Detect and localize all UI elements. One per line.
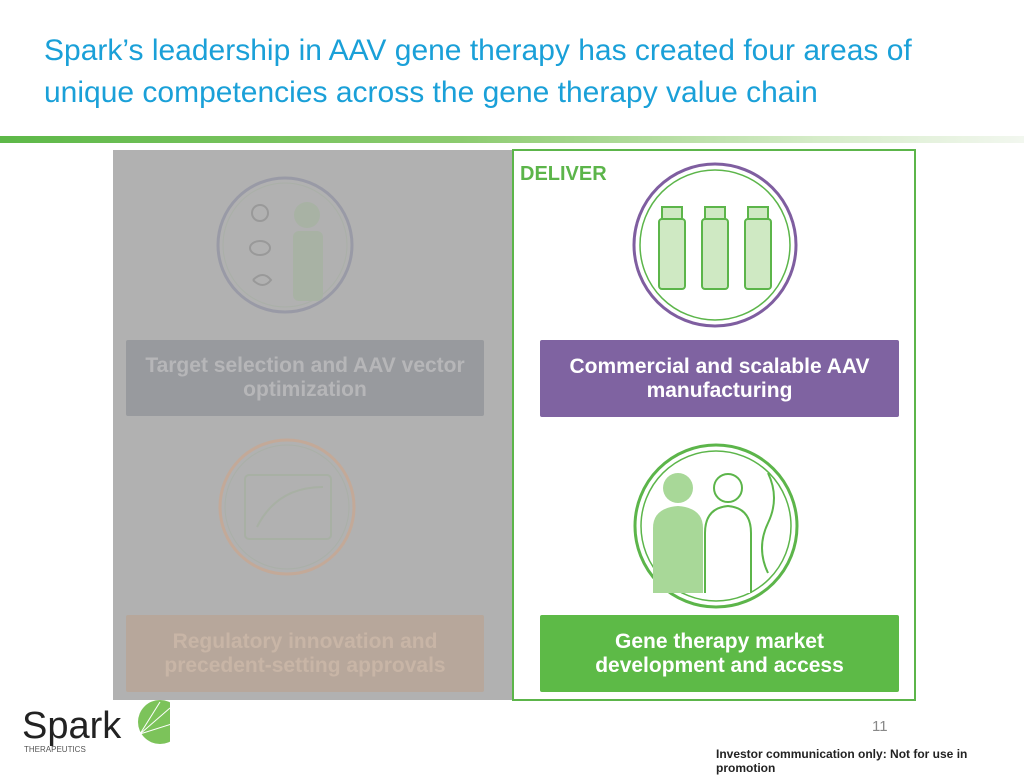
competency-regulatory: Regulatory innovation and precedent-sett…: [126, 615, 484, 692]
logo-wordmark: Spark: [22, 705, 122, 747]
deliver-label: DELIVER: [520, 163, 607, 185]
target-selection-icon: [216, 176, 354, 314]
spark-logo: Spark THERAPEUTICS: [20, 700, 182, 767]
manufacturing-vials-icon: [632, 162, 798, 328]
competency-manufacturing: Commercial and scalable AAV manufacturin…: [540, 340, 899, 417]
competency-market-access: Gene therapy market development and acce…: [540, 615, 899, 692]
title-divider: [0, 136, 1024, 143]
logo-subtitle: THERAPEUTICS: [24, 745, 86, 754]
page-number: 11: [872, 718, 888, 735]
slide-title: Spark’s leadership in AAV gene therapy h…: [44, 34, 912, 109]
competency-target-selection: Target selection and AAV vector optimiza…: [126, 340, 484, 416]
market-access-people-icon: [633, 443, 799, 609]
regulatory-chart-icon: [218, 438, 356, 576]
footer-disclaimer: Investor communication only: Not for use…: [716, 747, 968, 775]
